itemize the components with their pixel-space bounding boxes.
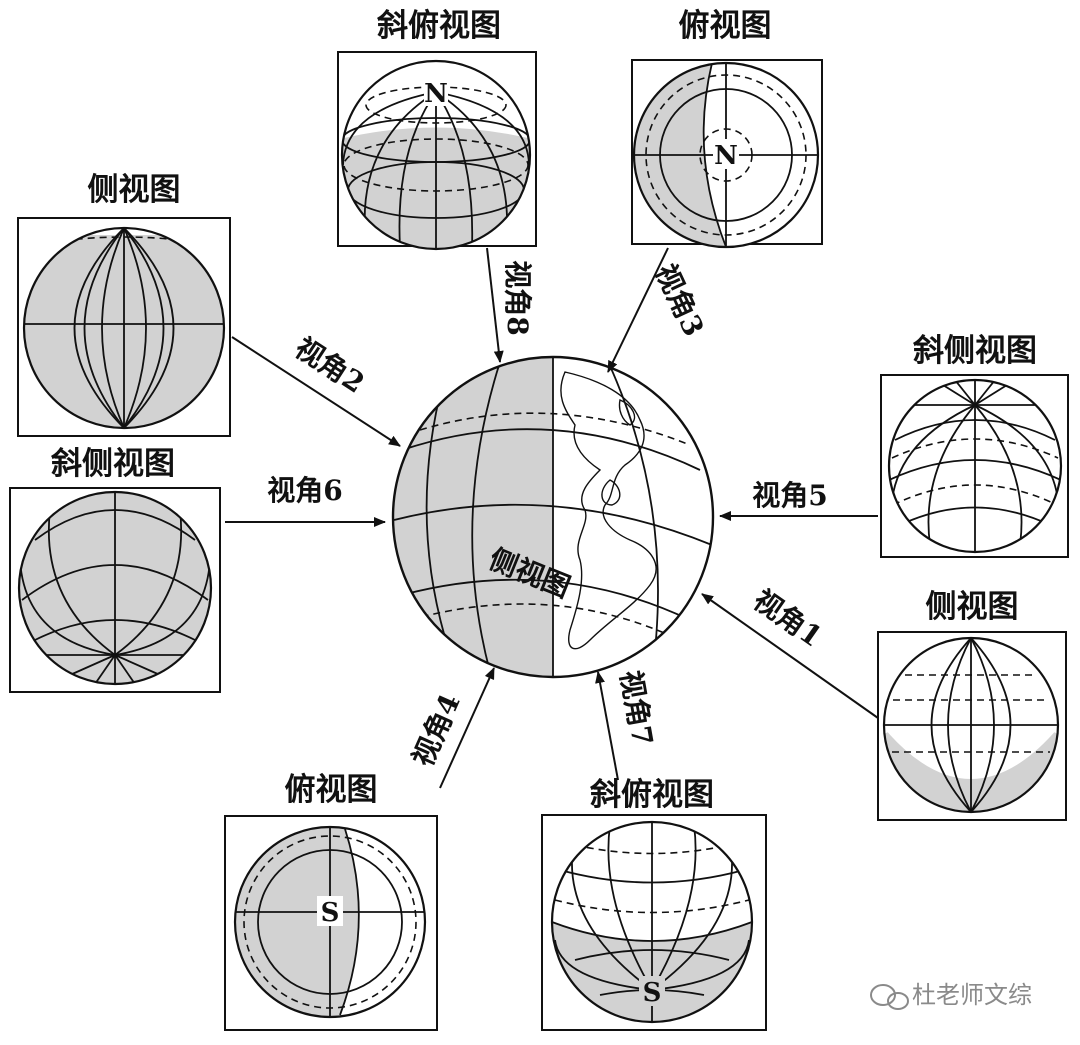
panel-top-view-north-title: 俯视图 [679,8,772,44]
panel-top-view-south-title: 俯视图 [285,772,378,808]
south-pole-label-top: S [321,898,340,928]
panel-oblique-side-left-title: 斜侧视图 [51,446,175,482]
arrow-angle-7 [598,672,618,780]
angle-7-label: 视角7 [614,668,660,748]
panel-side-right: 侧视图 [878,589,1066,820]
panel-top-oblique-title: 斜俯视图 [377,8,501,44]
panel-top-oblique: 斜俯视图 N [336,8,536,260]
watermark-text: 杜老师文综 [912,981,1032,1009]
panel-top-view-south: 俯视图 S [225,772,437,1030]
center-globe: 侧视图 [390,350,713,690]
panel-side-left: 侧视图 [18,172,230,436]
angle-1-label: 视角1 [747,583,828,653]
angle-6-label: 视角6 [267,474,342,507]
panel-oblique-side-left: 斜侧视图 [10,446,220,692]
panel-oblique-side-right-title: 斜侧视图 [913,333,1037,369]
angle-8-label: 视角8 [501,260,534,335]
angle-2-label: 视角2 [289,331,370,400]
angle-3-label: 视角3 [649,259,711,341]
panel-oblique-side-right: 斜侧视图 [881,333,1068,557]
arrow-angle-8 [487,248,500,362]
panel-side-left-title: 侧视图 [88,172,181,208]
panel-side-right-title: 侧视图 [926,589,1019,625]
panel-bottom-oblique-title: 斜俯视图 [590,777,714,813]
watermark: 杜老师文综 [871,981,1032,1009]
angle-4-label: 视角4 [406,689,467,771]
south-pole-label: S [643,978,662,1008]
panel-top-view-north: 俯视图 N [620,8,822,250]
panel-bottom-oblique: 斜俯视图 S [542,777,766,1030]
arrow-angle-3 [608,248,668,372]
angle-5-label: 视角5 [752,479,827,512]
north-pole-label-top: N [714,141,738,171]
wechat-icon [871,985,908,1009]
north-pole-label: N [424,79,448,109]
